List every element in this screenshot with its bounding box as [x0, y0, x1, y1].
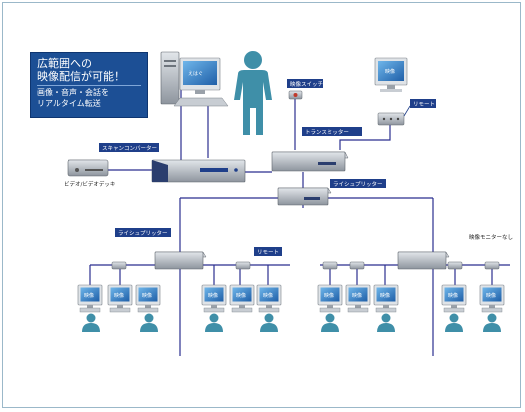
line-splitter-main-label: ライシュプリッター: [333, 180, 383, 188]
svg-text:映像: 映像: [486, 292, 496, 299]
video-deck-label: ビデオ/ビデオデッキ: [64, 180, 115, 188]
client-pc: 映像: [441, 284, 467, 332]
video-switch-label: 映像スイッチ: [290, 80, 323, 88]
svg-text:映像: 映像: [208, 292, 218, 299]
svg-text:映像: 映像: [263, 292, 273, 299]
pc-workstation: えはぐ: [160, 51, 229, 107]
feature-callout-box: 広範囲への 映像配信が可能！ 画像・音声・会話を リアルタイム転送: [30, 52, 148, 118]
transmitter-label: トランスミッター: [305, 128, 349, 136]
scan-converter-label: スキャンコンバーター: [102, 144, 157, 152]
presenter-person: [234, 51, 272, 135]
client-pc: 映像: [229, 284, 255, 313]
svg-text:映像: 映像: [142, 292, 152, 299]
pc-screen-text: えはぐ: [188, 71, 203, 77]
transmitter-device: トランスミッター: [271, 127, 362, 172]
top-right-monitor: 映像: [374, 57, 408, 92]
svg-text:映像: 映像: [448, 292, 458, 299]
callout-line-4: リアルタイム転送: [37, 99, 101, 108]
client-workstations: 映像 映像 映像 映像 映像 映像 映像 映像 映像 映像 映像: [77, 284, 505, 332]
svg-text:映像: 映像: [380, 292, 390, 299]
remote-unit-top: リモート: [377, 99, 436, 126]
client-pc: 映像: [256, 284, 282, 332]
line-splitter-main: ライシュプリッター: [277, 179, 386, 206]
video-switch: 映像スイッチ: [287, 79, 323, 100]
svg-text:映像: 映像: [84, 292, 94, 299]
client-pc: 映像: [107, 284, 133, 313]
video-deck: ビデオ/ビデオデッキ: [64, 159, 115, 188]
line-splitter-left: ライシュプリッター: [115, 228, 207, 270]
scan-converter: スキャンコンバーター: [99, 143, 246, 183]
callout-line-2: 映像配信が可能！: [37, 70, 125, 83]
remote-left-label: リモート: [257, 249, 279, 256]
client-pc: 映像: [373, 284, 399, 332]
client-pc: 映像: [479, 284, 505, 332]
monitor-note-text: 映像モニターなし: [469, 233, 513, 241]
svg-text:映像: 映像: [236, 292, 246, 299]
client-pc: 映像: [77, 284, 103, 332]
svg-text:映像: 映像: [324, 292, 334, 299]
client-pc: 映像: [201, 284, 227, 332]
callout-line-1: 広範囲への: [37, 57, 92, 70]
callout-subbox: 画像・音声・会話を リアルタイム転送: [37, 85, 141, 109]
line-splitter-left-label: ライシュプリッター: [118, 229, 168, 237]
remote-top-label: リモート: [413, 101, 435, 108]
line-splitter-right: [397, 251, 450, 270]
client-pc: 映像: [345, 284, 371, 313]
client-pc: 映像: [317, 284, 343, 332]
diagram-frame: [2, 2, 521, 408]
client-pc: 映像: [135, 284, 161, 332]
svg-text:映像: 映像: [114, 292, 124, 299]
callout-line-3: 画像・音声・会話を: [37, 88, 109, 97]
top-monitor-text: 映像: [385, 68, 395, 75]
remote-unit-left: リモート: [235, 247, 282, 270]
svg-text:映像: 映像: [352, 292, 362, 299]
